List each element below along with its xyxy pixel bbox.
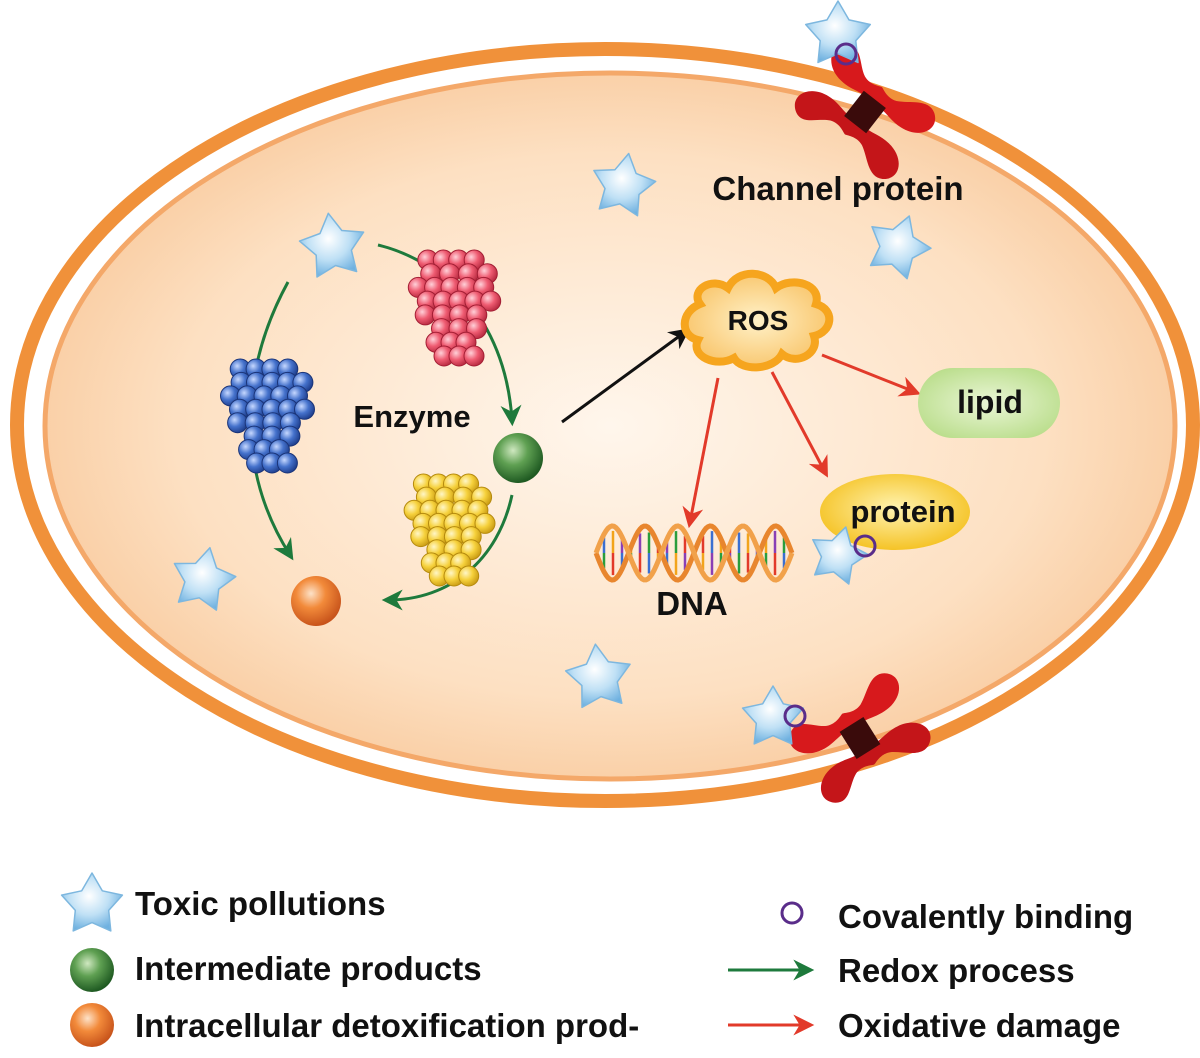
- covalent-binding-marker: [834, 42, 858, 66]
- toxic-pollutant-star-icon: [173, 546, 237, 611]
- legend-intermediate-icon: [70, 948, 114, 992]
- lipid-label: lipid: [957, 384, 1023, 420]
- covalent-binding-marker: [853, 534, 877, 558]
- legend: Toxic pollutions Intermediate products I…: [60, 872, 1133, 1047]
- enzyme-subunit: [227, 412, 249, 434]
- legend-covalent-label: Covalently binding: [838, 898, 1133, 935]
- dna-strand: [593, 523, 795, 583]
- legend-covalent-icon: [780, 901, 804, 925]
- ros-label: ROS: [728, 305, 789, 336]
- toxic-pollutant-star-icon: [298, 212, 365, 278]
- channel-protein-label: Channel protein: [712, 170, 963, 207]
- legend-detox-label: Intracellular detoxification prod-: [135, 1007, 639, 1044]
- cell-membrane-outer: [10, 42, 1200, 808]
- toxic-pollutant-star-icon: [60, 872, 124, 932]
- toxic-pollutant-star-icon: [564, 643, 631, 709]
- enzyme-subunit: [276, 452, 298, 474]
- legend-star-icon: [60, 872, 124, 932]
- enzyme-cluster-red: [407, 249, 502, 367]
- legend-toxic-label: Toxic pollutions: [135, 885, 386, 922]
- toxic-pollutant-star-icon: [804, 0, 872, 64]
- enzyme-subunit: [463, 345, 485, 367]
- enzyme-subunit: [480, 290, 502, 312]
- lipid-shape: [918, 368, 1060, 438]
- legend-detox-icon: [70, 1003, 114, 1047]
- intermediate-product: [493, 433, 543, 483]
- ros-cloud: [680, 269, 834, 372]
- enzyme-cluster-blue: [220, 358, 315, 474]
- protein-shape: [820, 474, 970, 550]
- toxic-pollutant-star-icon: [812, 526, 869, 585]
- channel-protein-top: [794, 45, 936, 179]
- toxic-pollutant-star-icon: [869, 215, 932, 280]
- protein-label: protein: [850, 494, 955, 529]
- legend-redox-label: Redox process: [838, 952, 1075, 989]
- damage-arrow-lipid: [821, 353, 921, 397]
- legend-oxidative-label: Oxidative damage: [838, 1007, 1120, 1044]
- toxic-pollutant-star-icon: [593, 152, 657, 217]
- legend-intermediate-label: Intermediate products: [135, 950, 482, 987]
- enzyme-cluster-yellow: [403, 473, 496, 587]
- damage-arrow-protein: [770, 371, 828, 478]
- damage-arrow-dna: [682, 377, 720, 529]
- enzyme-label: Enzyme: [353, 399, 470, 434]
- ros-generation-arrow: [561, 328, 691, 424]
- enzyme-subunit: [474, 512, 496, 534]
- covalent-binding-marker: [783, 704, 807, 728]
- enzyme-subunit: [458, 565, 480, 587]
- dna-helix: [593, 523, 795, 583]
- detox-product: [291, 576, 341, 626]
- dna-label: DNA: [656, 585, 728, 622]
- channel-protein-bottom: [789, 673, 931, 803]
- enzyme-subunit: [294, 398, 315, 420]
